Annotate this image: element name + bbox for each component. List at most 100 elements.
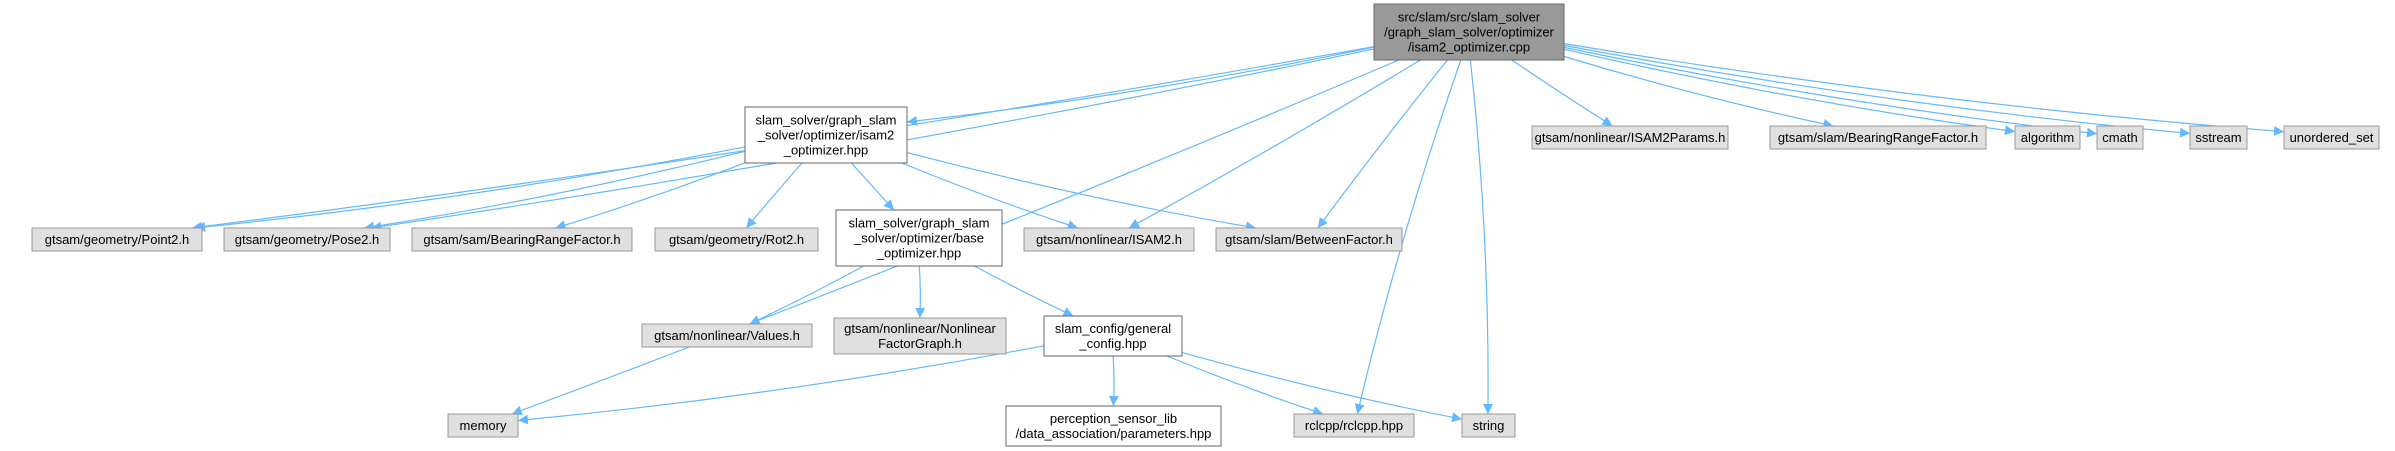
edge-base_hpp-to-values: [749, 265, 865, 325]
node-base_hpp[interactable]: slam_solver/graph_slam_solver/optimizer/…: [835, 209, 1003, 267]
node-point2: gtsam/geometry/Point2.h: [31, 227, 203, 252]
node-box-root: [1373, 3, 1565, 61]
node-label-point2-line-0: gtsam/geometry/Point2.h: [45, 232, 190, 247]
node-perception[interactable]: perception_sensor_lib/data_association/p…: [1005, 405, 1222, 447]
node-box-string: [1461, 413, 1516, 438]
node-box-cmath: [2096, 125, 2144, 150]
node-box-isam2_hpp: [744, 106, 908, 164]
node-label-rclcpp-line-0: rclcpp/rclcpp.hpp: [1305, 418, 1403, 433]
edge-root-to-slam_brf: [1563, 55, 1834, 129]
edge-base_hpp-to-nlfg: [915, 265, 926, 319]
edge-root-to-rclcpp: [1354, 59, 1462, 415]
node-box-rclcpp: [1293, 413, 1415, 438]
node-label-pose2-line-0: gtsam/geometry/Pose2.h: [235, 232, 380, 247]
node-box-point2: [31, 227, 203, 252]
node-box-sstream: [2189, 125, 2248, 150]
node-box-between: [1215, 227, 1403, 252]
node-label-general_config-line-1: _config.hpp: [1078, 336, 1146, 351]
node-box-memory: [447, 413, 519, 438]
node-label-base_hpp-line-2: _optimizer.hpp: [876, 246, 962, 261]
node-sam_brf: gtsam/sam/BearingRangeFactor.h: [411, 227, 633, 252]
node-label-isam2params-line-0: gtsam/nonlinear/ISAM2Params.h: [1535, 130, 1726, 145]
node-box-sam_brf: [411, 227, 633, 252]
node-nl_isam2: gtsam/nonlinear/ISAM2.h: [1023, 227, 1195, 252]
node-rot2: gtsam/geometry/Rot2.h: [654, 227, 819, 252]
node-label-algorithm-line-0: algorithm: [2021, 130, 2074, 145]
edge-isam2_hpp-to-pose2: [364, 150, 746, 232]
node-box-algorithm: [2014, 125, 2081, 150]
node-box-slam_brf: [1769, 125, 1987, 150]
node-between: gtsam/slam/BetweenFactor.h: [1215, 227, 1403, 252]
node-label-root-line-0: src/slam/src/slam_solver: [1398, 10, 1541, 25]
node-cmath: cmath: [2096, 125, 2144, 150]
edge-general_config-to-perception: [1108, 355, 1119, 407]
edge-isam2_hpp-to-sam_brf: [555, 162, 746, 230]
node-label-cmath-line-0: cmath: [2102, 130, 2137, 145]
edge-isam2_hpp-to-point2: [194, 146, 746, 232]
edge-isam2_hpp-to-nl_isam2: [901, 162, 1079, 230]
node-box-rot2: [654, 227, 819, 252]
node-label-nlfg-line-0: gtsam/nonlinear/Nonlinear: [844, 321, 996, 336]
node-slam_brf: gtsam/slam/BearingRangeFactor.h: [1769, 125, 1987, 150]
node-box-unordered_set: [2283, 125, 2380, 150]
node-unordered_set: unordered_set: [2283, 125, 2380, 150]
node-label-general_config-line-0: slam_config/general: [1055, 321, 1171, 336]
node-label-isam2_hpp-line-2: _optimizer.hpp: [783, 143, 869, 158]
edge-root-to-string: [1469, 59, 1494, 415]
node-rclcpp: rclcpp/rclcpp.hpp: [1293, 413, 1415, 438]
edge-root-to-between: [1317, 59, 1448, 229]
node-label-between-line-0: gtsam/slam/BetweenFactor.h: [1225, 232, 1393, 247]
node-isam2params: gtsam/nonlinear/ISAM2Params.h: [1531, 125, 1729, 150]
node-box-base_hpp: [835, 209, 1003, 267]
node-box-nlfg: [833, 317, 1007, 355]
node-box-pose2: [223, 227, 391, 252]
node-label-isam2_hpp-line-0: slam_solver/graph_slam: [756, 113, 897, 128]
edge-root-to-nl_isam2: [1128, 59, 1421, 229]
node-label-nlfg-line-1: FactorGraph.h: [878, 336, 962, 351]
node-box-isam2params: [1531, 125, 1729, 150]
node-label-perception-line-0: perception_sensor_lib: [1050, 411, 1177, 426]
node-label-values-line-0: gtsam/nonlinear/Values.h: [654, 328, 800, 343]
node-values: gtsam/nonlinear/Values.h: [641, 323, 813, 348]
node-label-base_hpp-line-0: slam_solver/graph_slam: [849, 216, 990, 231]
node-string: string: [1461, 413, 1516, 438]
edges-layer: [191, 43, 2285, 425]
node-label-memory-line-0: memory: [460, 418, 507, 433]
node-box-perception: [1005, 405, 1222, 447]
edge-root-to-isam2params: [1511, 59, 1613, 127]
node-box-nl_isam2: [1023, 227, 1195, 252]
edge-base_hpp-to-general_config: [974, 265, 1074, 317]
edge-general_config-to-string: [1181, 351, 1463, 423]
nodes-layer: src/slam/src/slam_solver/graph_slam_solv…: [31, 3, 2380, 447]
node-box-values: [641, 323, 813, 348]
node-label-perception-line-1: /data_association/parameters.hpp: [1016, 426, 1212, 441]
node-label-base_hpp-line-1: _solver/optimizer/base: [853, 231, 984, 246]
node-label-root-line-1: /graph_slam_solver/optimizer: [1384, 25, 1554, 40]
node-memory: memory: [447, 413, 519, 438]
node-label-unordered_set-line-0: unordered_set: [2290, 130, 2374, 145]
node-label-slam_brf-line-0: gtsam/slam/BearingRangeFactor.h: [1778, 130, 1978, 145]
node-pose2: gtsam/geometry/Pose2.h: [223, 227, 391, 252]
node-label-rot2-line-0: gtsam/geometry/Rot2.h: [669, 232, 804, 247]
edge-root-to-algorithm: [1563, 48, 2016, 136]
edge-root-to-sstream: [1563, 44, 2191, 138]
node-root[interactable]: src/slam/src/slam_solver/graph_slam_solv…: [1373, 3, 1565, 61]
node-isam2_hpp[interactable]: slam_solver/graph_slam_solver/optimizer/…: [744, 106, 908, 164]
node-label-root-line-2: /isam2_optimizer.cpp: [1408, 40, 1530, 55]
node-label-string-line-0: string: [1473, 418, 1505, 433]
edge-general_config-to-rclcpp: [1166, 355, 1324, 416]
node-sstream: sstream: [2189, 125, 2248, 150]
node-label-isam2_hpp-line-1: _solver/optimizer/isam2: [757, 128, 895, 143]
edge-root-to-unordered_set: [1563, 43, 2285, 136]
node-algorithm: algorithm: [2014, 125, 2081, 150]
node-label-sstream-line-0: sstream: [2195, 130, 2241, 145]
node-label-sam_brf-line-0: gtsam/sam/BearingRangeFactor.h: [423, 232, 620, 247]
edge-isam2_hpp-to-between: [906, 151, 1256, 232]
node-box-general_config: [1043, 315, 1183, 357]
edge-isam2_hpp-to-rot2: [745, 162, 803, 229]
node-general_config[interactable]: slam_config/general_config.hpp: [1043, 315, 1183, 357]
edge-general_config-to-memory: [517, 345, 1045, 425]
edge-root-to-cmath: [1563, 46, 2098, 138]
